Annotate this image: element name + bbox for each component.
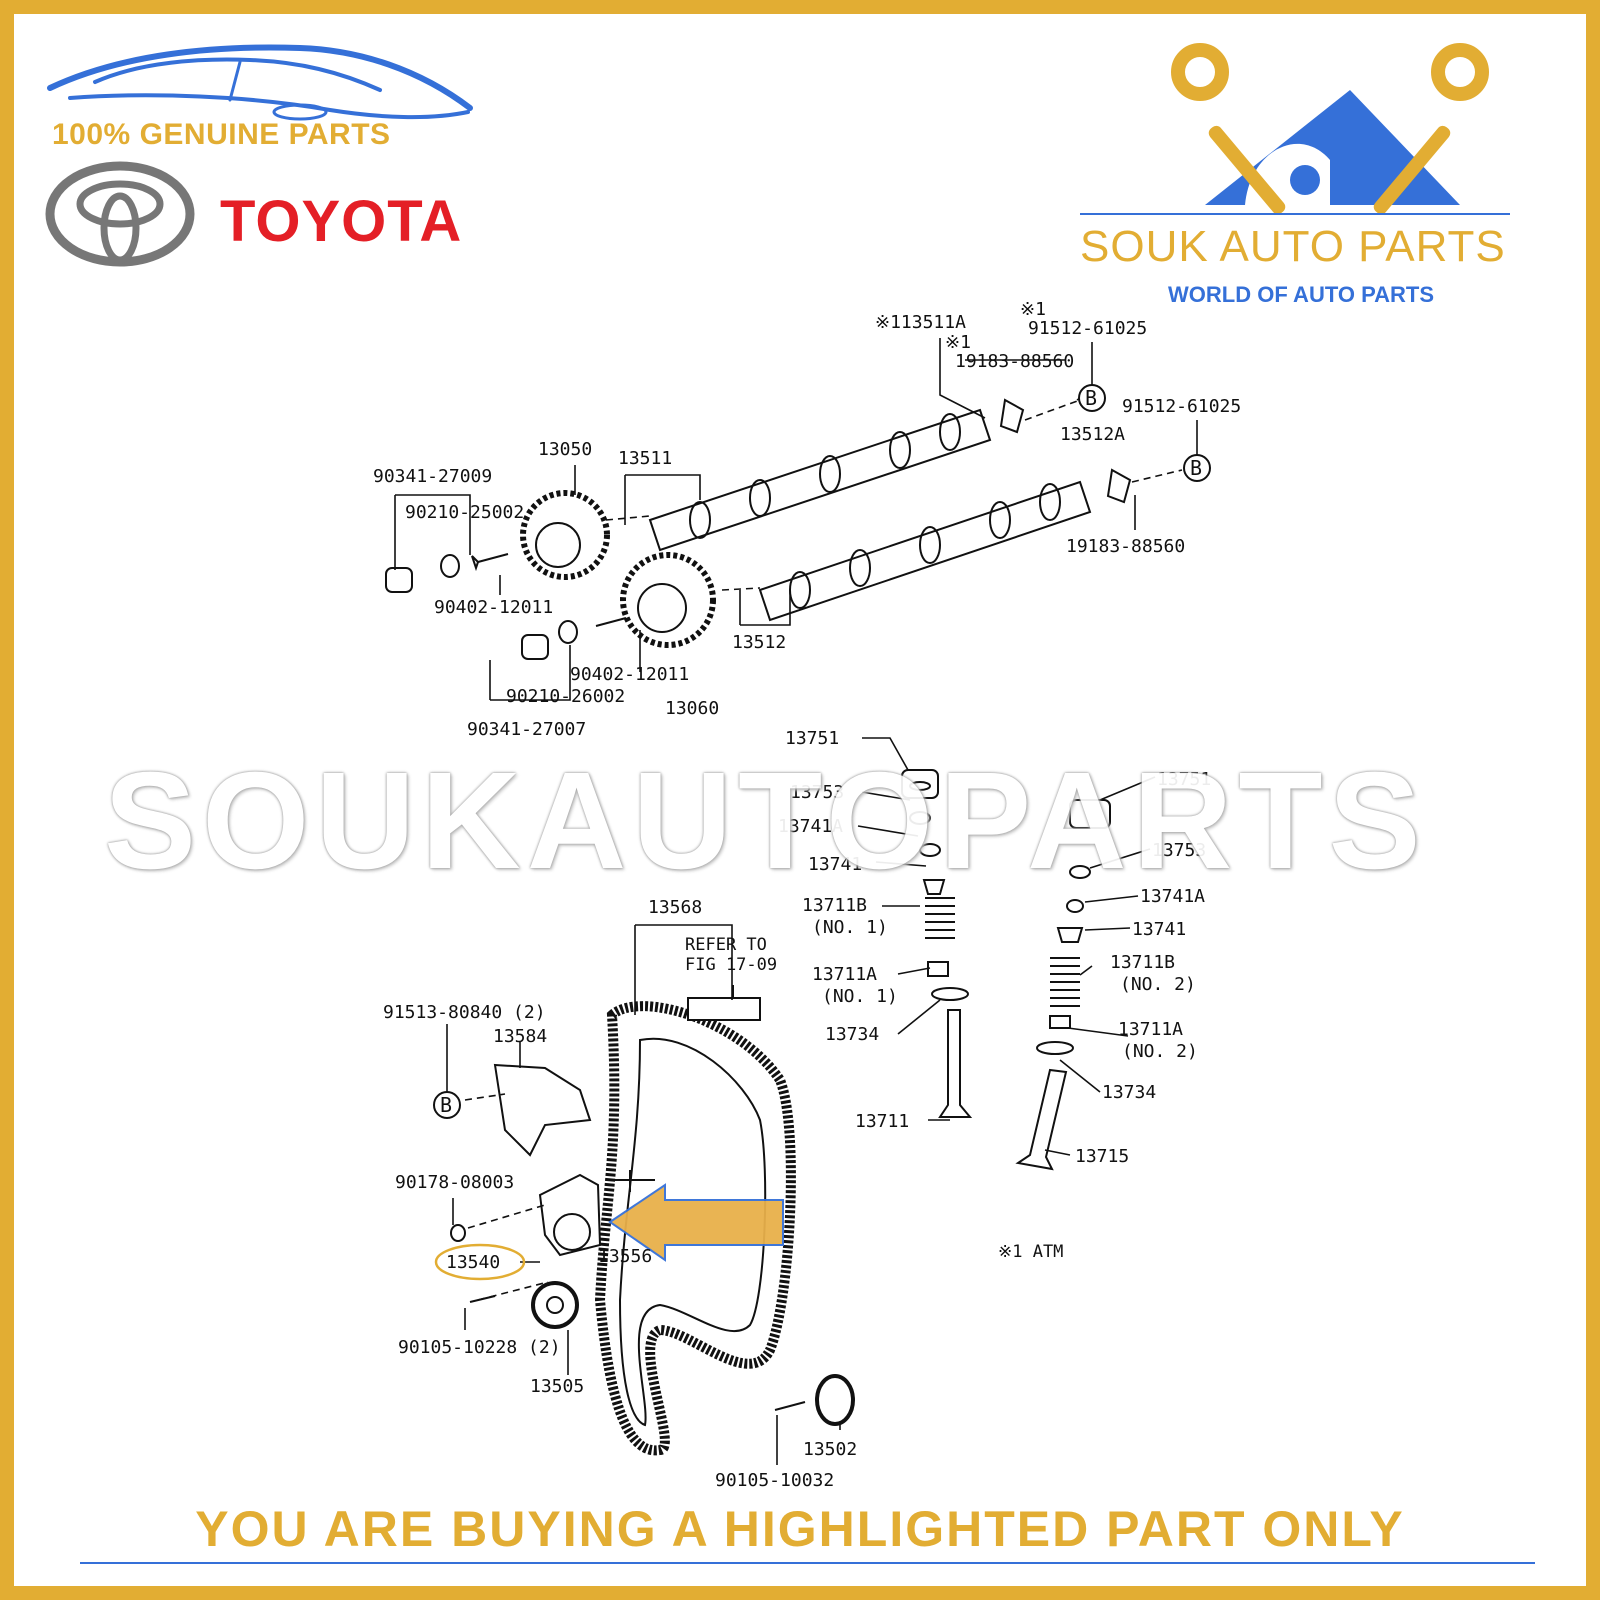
bolt-90341-27009 [385, 567, 413, 593]
valve-spring-13711b [925, 897, 955, 939]
svg-text:91513-80840 (2): 91513-80840 (2) [383, 1002, 546, 1023]
svg-text:(NO. 1): (NO. 1) [822, 986, 898, 1007]
svg-text:90178-08003: 90178-08003 [395, 1172, 514, 1193]
toyota-emblem-icon [45, 161, 195, 267]
atm-note: ※1 ATM [998, 1242, 1063, 1262]
svg-text:(NO. 2): (NO. 2) [1122, 1041, 1198, 1062]
refer-note-line2: FIG 17-09 [685, 955, 777, 975]
svg-text:B: B [440, 1093, 452, 1117]
svg-text:13511: 13511 [618, 448, 672, 469]
svg-text:13556: 13556 [598, 1246, 652, 1267]
svg-text:13540: 13540 [446, 1252, 500, 1273]
svg-text:90210-26002: 90210-26002 [506, 686, 625, 707]
svg-text:19183-88560: 19183-88560 [955, 351, 1074, 372]
svg-text:13734: 13734 [1102, 1082, 1156, 1103]
part-labels: ※113511A ※1 91512-61025 ※1 19183-88560 9… [373, 299, 1241, 1491]
svg-text:91512-61025: 91512-61025 [1028, 318, 1147, 339]
svg-text:90210-25002: 90210-25002 [405, 502, 524, 523]
tensioner-bracket-13584 [493, 1063, 592, 1157]
svg-text:13505: 13505 [530, 1376, 584, 1397]
toyota-brand-text: TOYOTA [220, 189, 463, 254]
svg-text:B: B [1190, 456, 1202, 480]
genuine-parts-text: 100% GENUINE PARTS [52, 118, 391, 151]
camshaft-upper [648, 398, 1025, 552]
svg-text:(NO. 1): (NO. 1) [812, 917, 888, 938]
camshaft-gear-13050 [520, 490, 610, 580]
car-logo-icon [47, 44, 473, 121]
svg-text:13512: 13512 [732, 632, 786, 653]
svg-text:13711B: 13711B [802, 895, 867, 916]
svg-text:B: B [1085, 386, 1097, 410]
svg-text:13060: 13060 [665, 698, 719, 719]
svg-text:13711: 13711 [855, 1111, 909, 1132]
marker-b-group: B B B [433, 384, 1211, 1119]
camshaft-gear-13060 [620, 552, 716, 648]
svg-text:13711B: 13711B [1110, 952, 1175, 973]
svg-text:13751: 13751 [785, 728, 839, 749]
idler-pulley-13505 [531, 1281, 579, 1329]
svg-text:13741A: 13741A [778, 816, 843, 837]
svg-text:90402-12011: 90402-12011 [434, 597, 553, 618]
svg-text:13050: 13050 [538, 439, 592, 460]
svg-text:90105-10032: 90105-10032 [715, 1470, 834, 1491]
svg-text:13711A: 13711A [812, 964, 877, 985]
svg-text:13512A: 13512A [1060, 424, 1125, 445]
svg-text:※1: ※1 [1020, 299, 1046, 320]
svg-text:13751: 13751 [1157, 769, 1211, 790]
refer-note-line1: REFER TO [685, 935, 767, 955]
svg-text:13715: 13715 [1075, 1146, 1129, 1167]
valve-lifter-13751 [901, 769, 939, 799]
svg-text:※1: ※1 [945, 332, 971, 353]
souk-logo-icon [1080, 43, 1510, 215]
valve-spring-13711b-no2 [1050, 957, 1080, 1007]
souk-tagline: WORLD OF AUTO PARTS [1168, 282, 1435, 307]
footer-notice: YOU ARE BUYING A HIGHLIGHTED PART ONLY [195, 1501, 1405, 1557]
svg-text:19183-88560: 19183-88560 [1066, 536, 1185, 557]
svg-text:13734: 13734 [825, 1024, 879, 1045]
highlight-oval [434, 1243, 526, 1281]
svg-text:※113511A: ※113511A [875, 312, 966, 333]
highlight-arrow-icon [608, 1183, 784, 1262]
svg-text:90341-27007: 90341-27007 [467, 719, 586, 740]
svg-text:90402-12011: 90402-12011 [570, 664, 689, 685]
svg-text:90105-10228 (2): 90105-10228 (2) [398, 1337, 561, 1358]
valve-lifter-13751-b [1069, 799, 1111, 829]
idler-pulley-13502 [815, 1374, 855, 1426]
exhaust-valve-13715 [1015, 1068, 1068, 1171]
svg-text:90341-27009: 90341-27009 [373, 466, 492, 487]
intake-valve-13711 [938, 1009, 973, 1118]
svg-text:13741: 13741 [1132, 919, 1186, 940]
svg-text:(NO. 2): (NO. 2) [1120, 974, 1196, 995]
footer-divider [80, 1562, 1535, 1564]
svg-text:13568: 13568 [648, 897, 702, 918]
souk-brand-name: SOUK AUTO PARTS [1080, 222, 1506, 271]
timing-belt-13568 [594, 1001, 796, 1456]
svg-text:13741A: 13741A [1140, 886, 1205, 907]
svg-text:91512-61025: 91512-61025 [1122, 396, 1241, 417]
svg-text:13711A: 13711A [1118, 1019, 1183, 1040]
svg-text:13753: 13753 [1152, 840, 1206, 861]
svg-text:13502: 13502 [803, 1439, 857, 1460]
svg-text:13753: 13753 [790, 782, 844, 803]
watermark-text: SOUKAUTOPARTS [104, 744, 1427, 898]
camshaft-lower [758, 468, 1132, 622]
svg-text:13741: 13741 [808, 854, 862, 875]
svg-text:13584: 13584 [493, 1026, 547, 1047]
